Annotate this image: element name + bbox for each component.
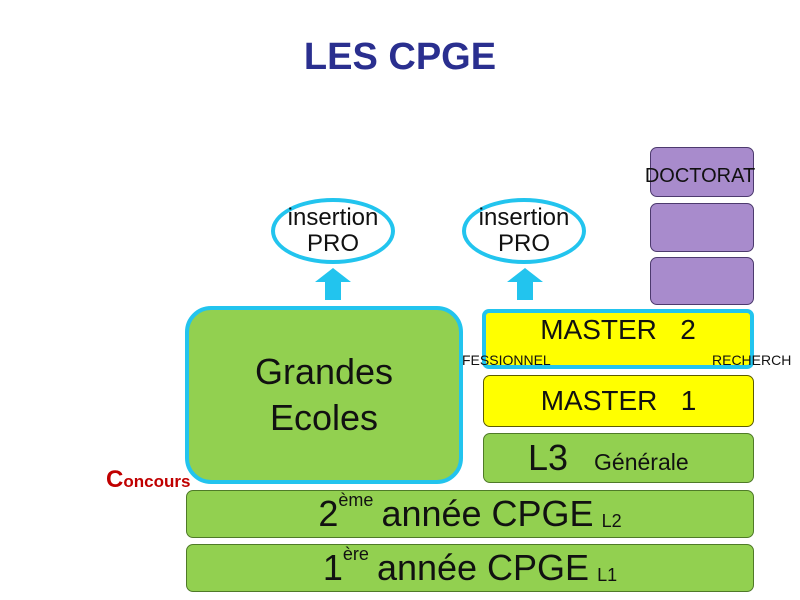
insertion-pro-bubble-2: insertion PRO: [462, 198, 586, 264]
master-1-box: MASTER 1: [483, 375, 754, 427]
year-1-level: L1: [597, 564, 618, 585]
year-2-text: année CPGE: [381, 493, 594, 534]
professionnel-tag: FESSIONNEL: [462, 352, 551, 368]
concours-initial: C: [106, 466, 124, 493]
doctorat-block-middle: [650, 203, 754, 252]
year-2-suffix: ème: [338, 489, 374, 510]
grandes-label: Grandes: [254, 351, 394, 392]
doctorat-block-bottom: [650, 257, 754, 305]
insertion-label: insertion: [478, 204, 570, 231]
concours-label: Concours: [106, 466, 190, 494]
year-2-level: L2: [601, 510, 622, 531]
concours-rest: oncours: [123, 472, 191, 491]
up-arrow-icon: [507, 268, 543, 300]
doctorat-label: DOCTORAT: [644, 165, 756, 187]
l3-label: L3: [528, 437, 569, 478]
year-2-number: 2: [318, 493, 339, 534]
page-title: LES CPGE: [303, 36, 497, 78]
master-2-box: MASTER 2: [482, 309, 754, 369]
doctorat-block-top: [650, 147, 754, 197]
up-arrow-icon: [315, 268, 351, 300]
recherche-tag: RECHERCH: [712, 352, 792, 368]
generale-label: Générale: [594, 448, 689, 475]
insertion-pro-bubble-1: insertion PRO: [271, 198, 395, 264]
l3-generale-box: L3 Générale: [483, 433, 754, 483]
year-1-text: année CPGE: [376, 547, 590, 588]
insertion-label: insertion: [287, 204, 379, 231]
year-1-suffix: ère: [342, 543, 369, 564]
pro-label: PRO: [497, 230, 550, 257]
master-2-label: MASTER 2: [540, 314, 696, 345]
master-1-label: MASTER 1: [540, 385, 697, 416]
grandes-ecoles-box: Grandes Ecoles: [185, 306, 463, 484]
pro-label: PRO: [306, 230, 359, 257]
ecoles-label: Ecoles: [269, 397, 379, 438]
year-1-number: 1: [322, 547, 343, 588]
